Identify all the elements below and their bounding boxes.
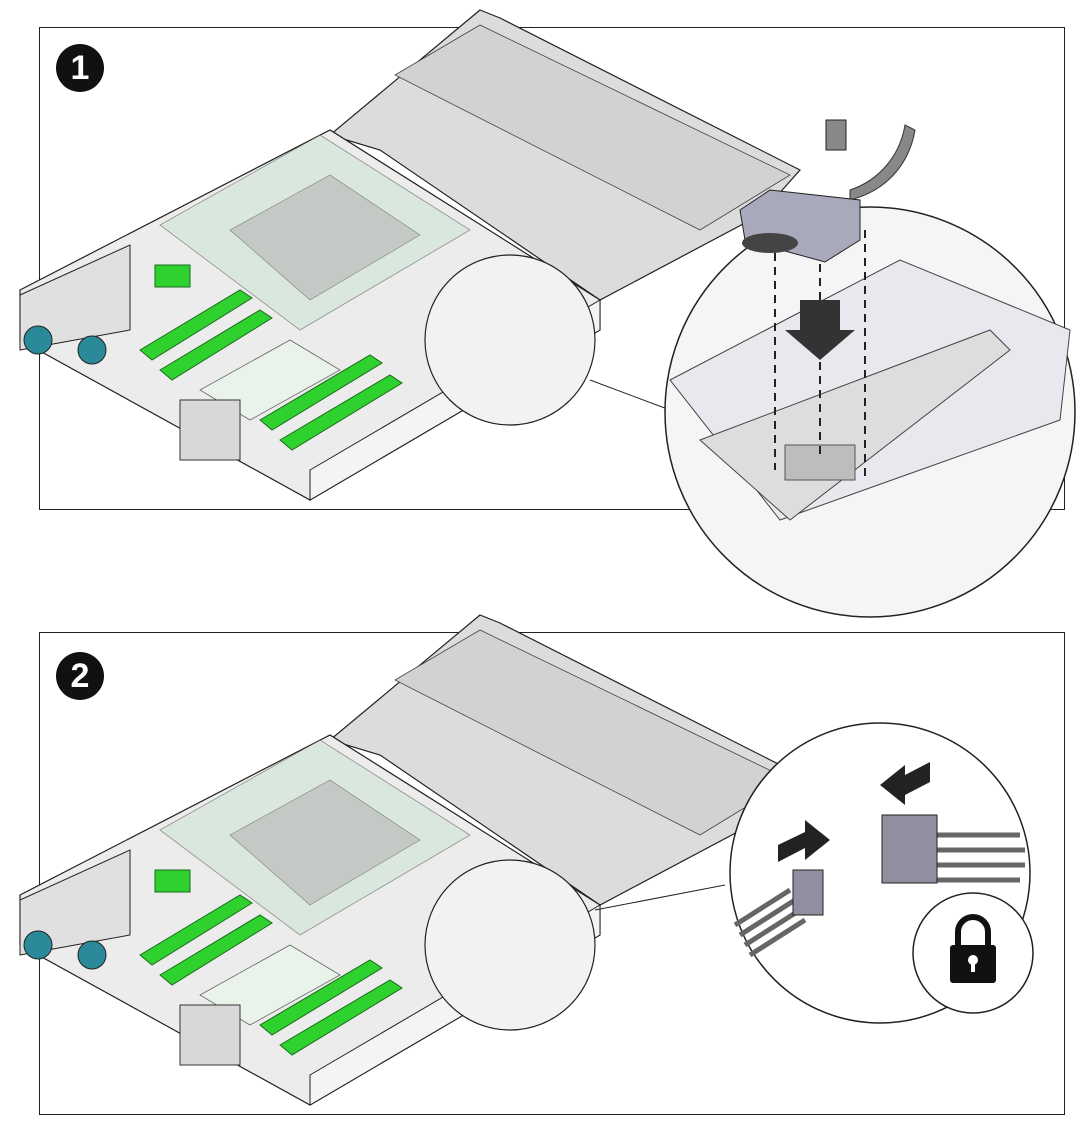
battery-module: [739, 119, 916, 263]
step-number-2: 2: [56, 652, 104, 700]
lock-icon: [912, 892, 1034, 1014]
magnified-view-step2: [594, 722, 1034, 1024]
server-chassis-step2: [19, 614, 801, 1106]
step-2-panel: [39, 632, 1065, 1115]
arrow-left-icon: [880, 762, 930, 805]
arrow-right-icon: [778, 820, 830, 862]
step-1-panel: [39, 27, 1065, 510]
cable-connector-female: [880, 762, 1025, 884]
cable-connector-male: [733, 820, 830, 958]
magnified-view-step1: [589, 206, 1076, 618]
step-number-1: 1: [56, 44, 104, 92]
